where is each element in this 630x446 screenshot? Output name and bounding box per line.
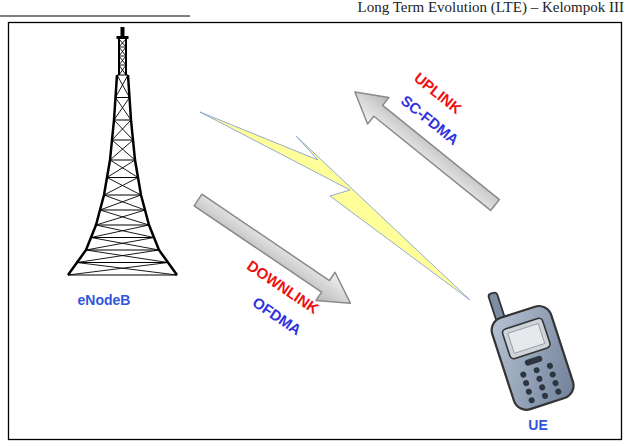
device-label: UE (528, 417, 547, 433)
tower-symbol (119, 39, 126, 75)
phone-symbol (538, 384, 546, 392)
downlink-arrow (188, 186, 359, 317)
tower-symbol (128, 75, 177, 275)
phone-symbol (520, 362, 563, 404)
phone-symbol (541, 392, 549, 400)
phone-symbol (480, 278, 577, 413)
header-rule (0, 16, 190, 17)
phone-symbol (536, 375, 544, 383)
phone-symbol (555, 388, 563, 396)
tower-symbol (68, 75, 177, 275)
phone-symbol (522, 379, 530, 387)
tower-symbol (119, 39, 126, 75)
phone-symbol (546, 362, 554, 370)
phone-symbol (488, 303, 577, 413)
page-header: Long Term Evolution (LTE) – Kelompok III (358, 0, 624, 16)
phone-symbol (525, 388, 533, 396)
tower-symbol (68, 75, 117, 275)
phone-symbol (528, 396, 536, 404)
phone-symbol (508, 323, 545, 353)
tower-symbol (68, 27, 177, 275)
phone-symbol (520, 371, 528, 379)
phone-symbol (524, 355, 543, 366)
phone-symbol (533, 366, 541, 374)
device-label: eNodeB (78, 292, 131, 308)
phone-symbol (552, 379, 560, 387)
phone-symbol (502, 317, 552, 359)
phone-symbol (549, 371, 557, 379)
figure-frame (9, 23, 622, 440)
tower-symbol (117, 36, 129, 39)
tower-symbol (68, 75, 177, 275)
uplink-arrow (344, 79, 505, 218)
